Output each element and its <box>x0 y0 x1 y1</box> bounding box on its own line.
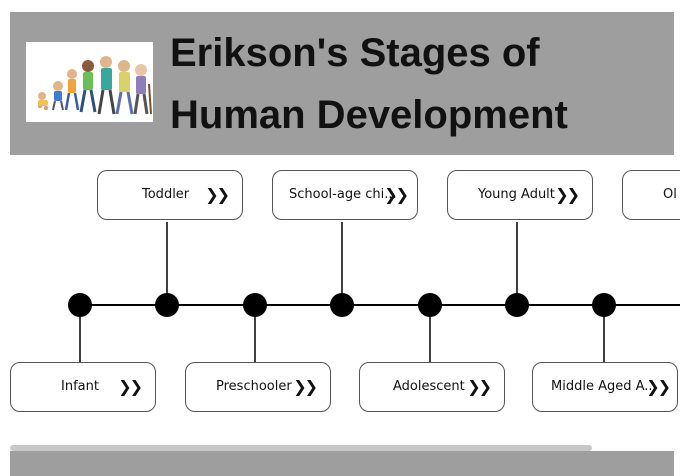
stage-card-label: Adolescent <box>393 379 465 394</box>
scrollbar-thumb[interactable] <box>10 445 592 451</box>
walking-family-icon <box>38 56 152 115</box>
title-line-2: Human Development <box>170 93 568 137</box>
timeline-node[interactable] <box>155 293 179 317</box>
timeline-node[interactable] <box>243 293 267 317</box>
stage-card-label: Ol <box>663 187 677 202</box>
stage-card-label: Middle Aged A... <box>551 379 657 394</box>
chevron-right-icon: ❯❯ <box>118 377 143 396</box>
stage-card-label: Young Adult <box>478 187 555 202</box>
page-title: Erikson's Stages of Human Development <box>170 22 670 146</box>
logo-image <box>26 42 153 122</box>
stage-card-toddler[interactable]: Toddler ❯❯ <box>97 170 243 220</box>
chevron-right-icon: ❯❯ <box>293 377 318 396</box>
stage-card-adolescent[interactable]: Adolescent ❯❯ <box>359 362 505 412</box>
chevron-right-icon: ❯❯ <box>555 185 580 204</box>
stage-card-label: School-age chi... <box>289 187 397 202</box>
chevron-right-icon: ❯❯ <box>467 377 492 396</box>
chevron-right-icon: ❯❯ <box>384 185 409 204</box>
stage-card-label: Infant <box>61 379 99 394</box>
timeline-node[interactable] <box>330 293 354 317</box>
timeline-node[interactable] <box>418 293 442 317</box>
footer-bar <box>10 451 674 476</box>
stage-card-young-adult[interactable]: Young Adult ❯❯ <box>447 170 593 220</box>
timeline-node[interactable] <box>592 293 616 317</box>
timeline-node[interactable] <box>68 293 92 317</box>
stage-card-preschooler[interactable]: Preschooler ❯❯ <box>185 362 331 412</box>
title-line-1: Erikson's Stages of <box>170 31 540 75</box>
stage-card-middle-aged[interactable]: Middle Aged A... ❯❯ <box>532 362 678 412</box>
chevron-right-icon: ❯❯ <box>205 185 230 204</box>
chevron-right-icon: ❯❯ <box>646 377 671 396</box>
stage-card-school-age[interactable]: School-age chi... ❯❯ <box>272 170 418 220</box>
stage-card-infant[interactable]: Infant ❯❯ <box>10 362 156 412</box>
stage-card-older-adult[interactable]: Ol <box>622 170 680 220</box>
timeline-node[interactable] <box>505 293 529 317</box>
stage-card-label: Toddler <box>142 187 190 202</box>
stage-card-label: Preschooler <box>216 379 292 394</box>
